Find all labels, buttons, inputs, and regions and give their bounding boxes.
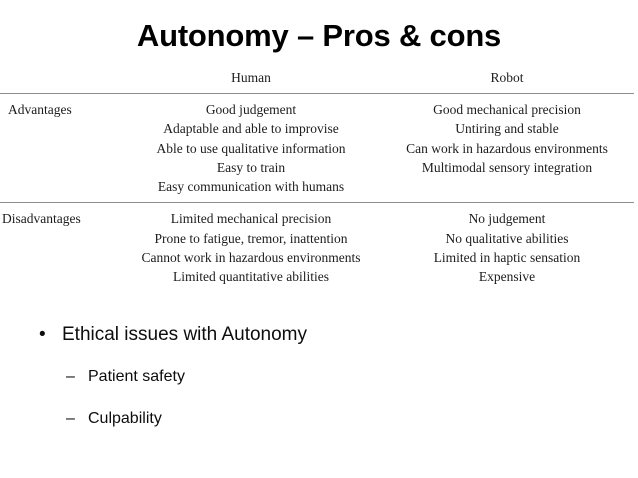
cell-line: Able to use qualitative information <box>156 140 346 156</box>
cell-robot-advantages: Good mechanical precision Untiring and s… <box>380 94 634 203</box>
list-item: – Patient safety <box>0 366 638 388</box>
row-label-disadvantages: Disadvantages <box>2 211 81 227</box>
cell-line: Cannot work in hazardous environments <box>141 250 361 266</box>
cell-line: Good mechanical precision <box>433 102 581 117</box>
list-item: • Ethical issues with Autonomy <box>0 322 638 348</box>
cell-line: No qualitative abilities <box>445 230 569 246</box>
bullet-list: • Ethical issues with Autonomy – Patient… <box>0 322 638 450</box>
pros-cons-table: Human Robot Advantages Good judgement Ad… <box>0 68 634 293</box>
bullet-dash-icon: – <box>66 410 75 427</box>
cell-line: Can work in hazardous environments <box>406 140 608 156</box>
cell-line: Easy to train <box>216 159 286 175</box>
table-header-human: Human <box>231 70 271 85</box>
cell-line: Limited mechanical precision <box>170 211 332 227</box>
cell-line: Adaptable and able to improvise <box>163 121 339 137</box>
cell-line: Expensive <box>478 269 536 285</box>
cell-line: No judgement <box>468 211 546 227</box>
table-row: Disadvantages Limited mechanical precisi… <box>0 203 634 292</box>
cell-line: Easy communication with humans <box>157 179 345 195</box>
comparison-table-block: Human Robot Advantages Good judgement Ad… <box>0 68 638 293</box>
cell-line: Limited quantitative abilities <box>173 269 329 285</box>
table-header-row: Human Robot <box>0 68 634 94</box>
table-rule-middle <box>0 202 634 204</box>
list-item: – Culpability <box>0 408 638 430</box>
cell-line: Prone to fatigue, tremor, inattention <box>154 230 348 246</box>
list-item-label: Patient safety <box>88 368 185 385</box>
cell-robot-disadvantages: No judgement No qualitative abilities Li… <box>380 203 634 292</box>
table-header-label-column <box>0 68 122 94</box>
cell-line: Good judgement <box>205 102 297 117</box>
cell-line: Untiring and stable <box>455 121 559 137</box>
list-item-label: Ethical issues with Autonomy <box>62 324 308 345</box>
cell-human-disadvantages: Limited mechanical precision Prone to fa… <box>122 203 380 292</box>
bullet-dash-icon: – <box>66 368 75 385</box>
bullet-dot-icon: • <box>39 324 46 345</box>
page-title: Autonomy – Pros & cons <box>136 18 502 53</box>
cell-line: Limited in haptic sensation <box>433 250 581 266</box>
cell-human-advantages: Good judgement Adaptable and able to imp… <box>122 94 380 203</box>
cell-line: Multimodal sensory integration <box>421 159 593 175</box>
table-rule-top <box>0 93 634 94</box>
list-item-label: Culpability <box>88 410 162 427</box>
table-row: Advantages Good judgement Adaptable and … <box>0 94 634 203</box>
table-header-robot: Robot <box>490 70 524 85</box>
row-label-advantages: Advantages <box>8 102 72 117</box>
